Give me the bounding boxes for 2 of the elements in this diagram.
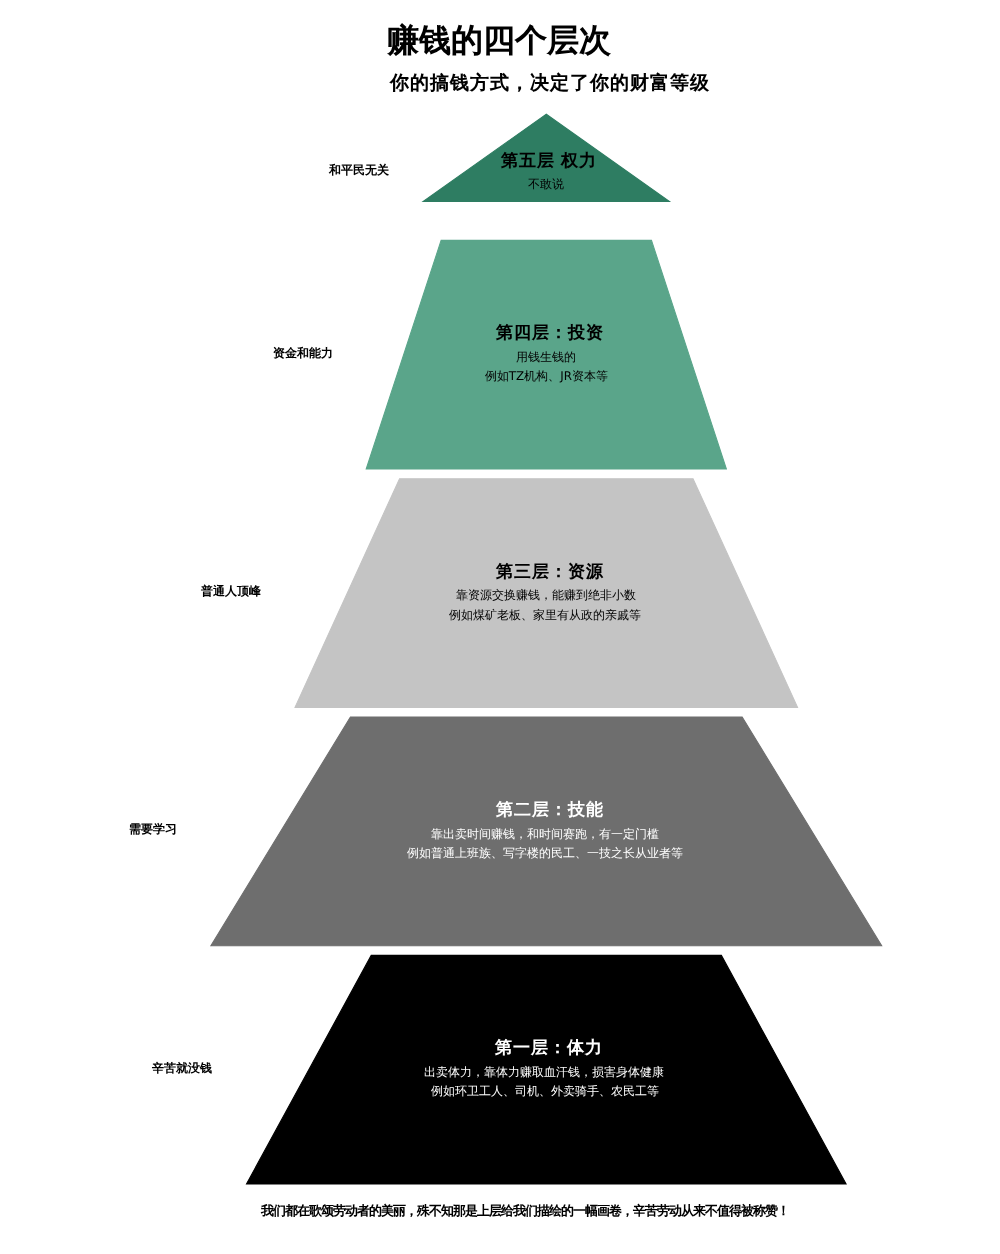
- diagram-title: 赚钱的四个层次: [386, 20, 611, 59]
- label: 你的搞钱方式，决定了你的财富等级: [389, 72, 710, 95]
